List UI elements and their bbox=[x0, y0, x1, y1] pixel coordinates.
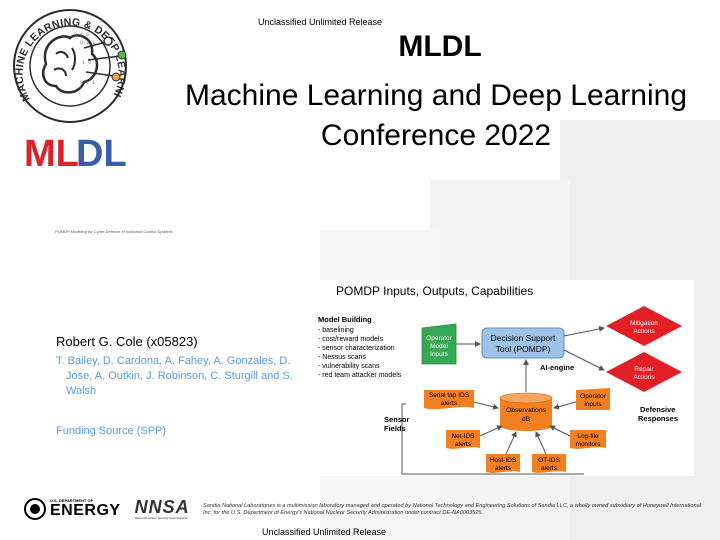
decision-support-tool-box bbox=[481, 327, 565, 359]
footer-logos: U.S. DEPARTMENT OF ENERGY NNSA National … bbox=[24, 498, 190, 520]
classification-marking-bottom: Unclassified Unlimited Release bbox=[262, 527, 387, 537]
mitigation-actions-diamond bbox=[606, 306, 682, 346]
ai-engine-label: AI-engine bbox=[540, 363, 574, 372]
net-ids-label: alerts bbox=[455, 441, 472, 448]
mitigation-actions-label: Actions bbox=[633, 328, 655, 335]
model-building-item: - baselining bbox=[318, 327, 354, 334]
svg-text:0 1 1: 0 1 1 bbox=[80, 40, 95, 46]
decision-support-tool-label: Decision Support bbox=[491, 333, 556, 343]
nnsa-logo: NNSA National Nuclear Security Administr… bbox=[135, 498, 190, 520]
svg-text:0 1 1: 0 1 1 bbox=[80, 80, 95, 86]
defensive-responses-label: Defensive bbox=[640, 405, 675, 414]
title-line-1: Machine Learning and Deep Learning bbox=[184, 79, 688, 112]
title-line-2: Conference 2022 bbox=[320, 119, 552, 152]
operator-model-inputs-label: Inputs bbox=[430, 351, 448, 358]
model-building-heading: Model Building bbox=[318, 315, 372, 324]
title-block: Machine Learning and Deep Learning Confe… bbox=[150, 76, 720, 156]
small-caption: POMDP Modeling for Cyber Defense of Indu… bbox=[55, 229, 173, 234]
doe-big-text: ENERGY bbox=[50, 502, 121, 519]
serial-tap-ids-label: alerts bbox=[441, 400, 458, 407]
model-building-item: - red team attacker models bbox=[318, 372, 402, 379]
defensive-responses-label: Responses bbox=[638, 414, 678, 423]
operator-inputs-label: inputs bbox=[584, 401, 602, 408]
nnsa-text: NNSA bbox=[134, 497, 190, 517]
decision-support-tool-label: Tool (POMDP) bbox=[496, 344, 551, 354]
model-building-item: - vulnerability scans bbox=[318, 363, 380, 370]
host-ids-label: alerts bbox=[495, 465, 512, 472]
operator-model-inputs-label: Operator bbox=[426, 335, 452, 342]
model-building-item: - sensor characterization bbox=[318, 345, 395, 352]
sandia-disclaimer: Sandia National Laboratories is a multim… bbox=[203, 503, 701, 516]
ot-ids-box bbox=[532, 454, 566, 473]
funding-source: Funding Source (SPP) bbox=[56, 425, 167, 437]
operator-model-inputs-label: Model bbox=[430, 343, 448, 350]
repair-actions-label: Repair bbox=[634, 366, 654, 373]
observations-db bbox=[499, 392, 553, 431]
sensor-fields-label: Fields bbox=[384, 424, 406, 433]
diagram-title: POMDP Inputs, Outputs, Capabilities bbox=[336, 284, 534, 298]
log-file-monitors-box bbox=[570, 430, 606, 449]
presenter-name: Robert G. Cole (x05823) bbox=[56, 334, 198, 349]
repair-actions-diamond bbox=[606, 352, 682, 392]
operator-inputs-label: Operator bbox=[580, 393, 606, 400]
doe-seal-icon bbox=[24, 498, 46, 520]
log-file-monitors-label: Log-file bbox=[577, 433, 599, 440]
logo-mark-ml: ML bbox=[24, 133, 79, 175]
mitigation-actions-label: Mitigation bbox=[630, 320, 658, 327]
serial-tap-ids-box bbox=[424, 390, 474, 410]
nnsa-subtext: National Nuclear Security Administration bbox=[134, 516, 189, 520]
log-file-monitors-label: monitors bbox=[576, 441, 602, 448]
serial-tap-ids-label: Serial tap IDS bbox=[429, 392, 470, 399]
net-ids-box bbox=[446, 430, 480, 449]
classification-marking-top: Unclassified Unlimited Release bbox=[258, 17, 383, 27]
ot-ids-label: OT-IDS bbox=[538, 457, 560, 464]
mldl-logo: MACHINE LEARNING & DEEP LEARNING 0 1 00 … bbox=[6, 0, 132, 176]
coauthors-list: T. Bailey, D. Cardona, A. Fahey, A. Gonz… bbox=[56, 355, 293, 397]
host-ids-label: Host-IDS bbox=[490, 457, 517, 464]
model-building-item: - cost/reward models bbox=[318, 336, 383, 343]
svg-text:0 1 0: 0 1 0 bbox=[74, 32, 89, 38]
operator-model-inputs-box bbox=[421, 323, 457, 365]
doe-small-text: U.S. DEPARTMENT OF bbox=[50, 498, 94, 503]
operator-inputs-box bbox=[576, 388, 610, 410]
model-building-item: - Nessus scans bbox=[318, 354, 366, 361]
net-ids-label: Net-IDS bbox=[451, 433, 475, 440]
ot-ids-label: alerts bbox=[541, 465, 558, 472]
host-ids-box bbox=[486, 454, 520, 473]
pomdp-diagram: Model Building - baselining - cost/rewar… bbox=[314, 280, 694, 476]
doe-logo: U.S. DEPARTMENT OF ENERGY bbox=[24, 498, 121, 520]
svg-text:1 0 1: 1 0 1 bbox=[82, 60, 97, 66]
observations-db-label: Observations bbox=[506, 407, 547, 414]
title-acronym: MLDL bbox=[398, 30, 482, 63]
repair-actions-label: Actions bbox=[633, 374, 655, 381]
logo-mark-dl: DL bbox=[76, 133, 127, 175]
observations-db-label: dB bbox=[522, 416, 531, 423]
sensor-fields-label: Sensor bbox=[384, 415, 410, 424]
